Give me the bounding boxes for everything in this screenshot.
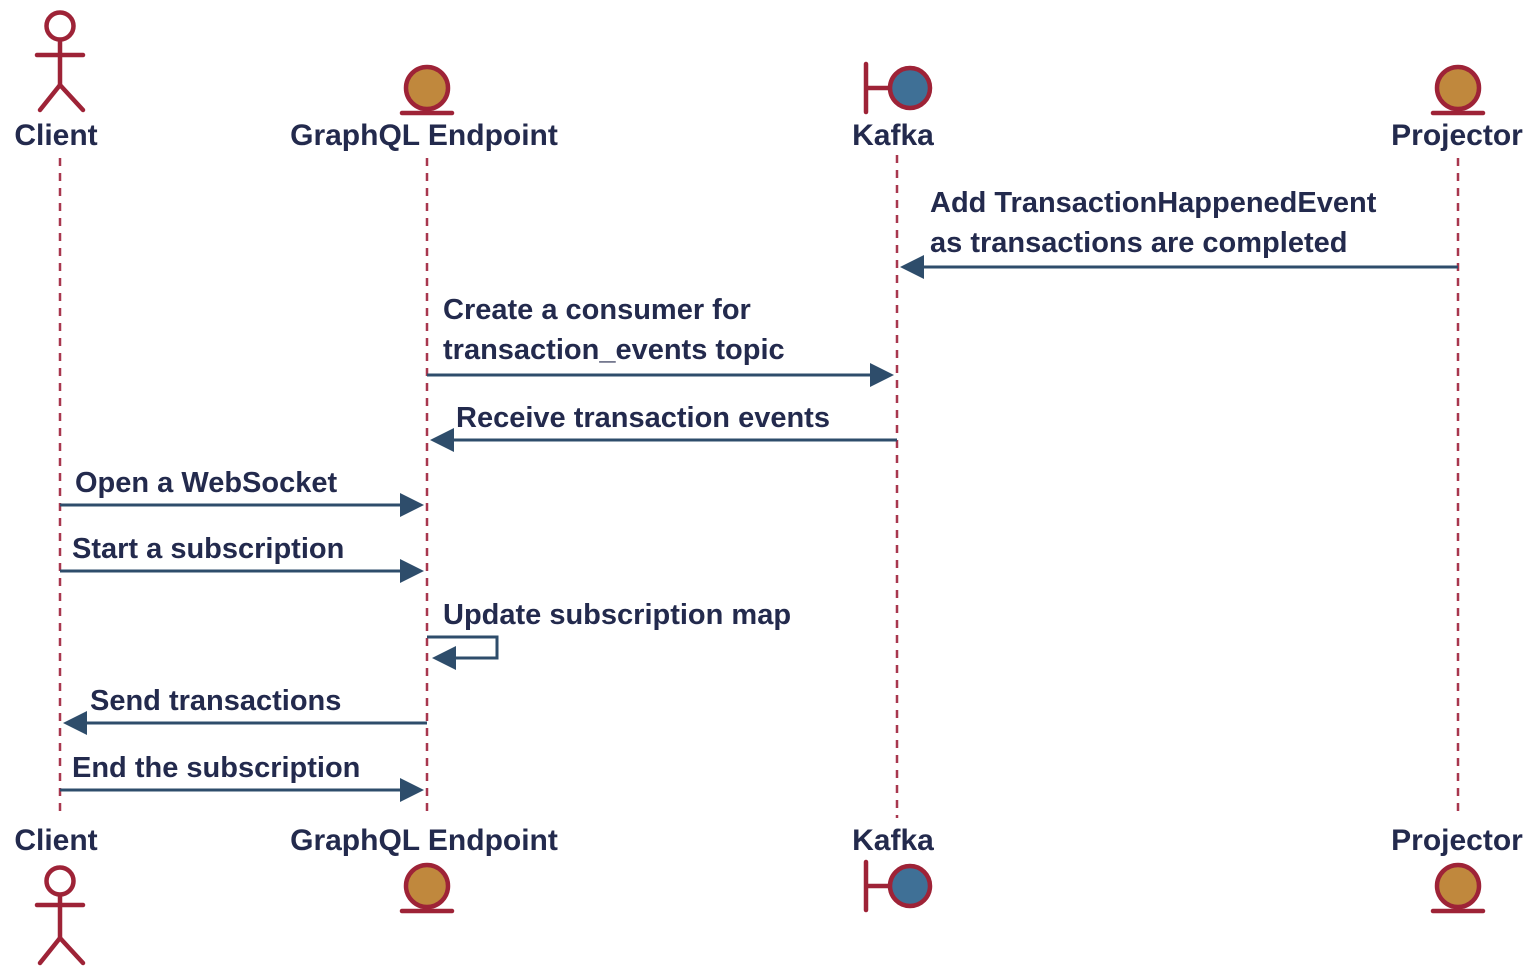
message-line: Open a WebSocket xyxy=(75,467,338,499)
actor-label-graphql-bottom: GraphQL Endpoint xyxy=(290,824,558,857)
actor-label-kafka-bottom: Kafka xyxy=(852,824,934,857)
actor-label-projector-bottom: Projector xyxy=(1391,824,1523,857)
message-line: Update subscription map xyxy=(443,599,792,631)
message-line: Send transactions xyxy=(90,685,342,717)
actor-label-kafka-top: Kafka xyxy=(852,119,934,152)
graphql-entity-icon-bottom xyxy=(399,862,455,914)
message-start-subscription: Start a subscription xyxy=(72,529,344,569)
message-update-subscription-map: Update subscription map xyxy=(443,595,791,635)
actor-label-projector-top: Projector xyxy=(1391,119,1523,152)
message-line: Add TransactionHappenedEvent xyxy=(930,187,1377,219)
message-line: transaction_events topic xyxy=(443,334,785,366)
arrow-self-update-subscription-map xyxy=(427,635,499,670)
message-create-consumer: Create a consumer for transaction_events… xyxy=(443,290,785,370)
client-actor-icon-top xyxy=(34,10,86,113)
message-line: Receive transaction events xyxy=(456,402,830,434)
projector-entity-icon-top xyxy=(1430,64,1486,116)
message-line: Create a consumer for xyxy=(443,294,751,326)
graphql-entity-icon-top xyxy=(399,64,455,116)
message-line: Start a subscription xyxy=(72,533,345,565)
message-add-transaction-event: Add TransactionHappenedEvent as transact… xyxy=(930,183,1376,263)
actor-label-client-top: Client xyxy=(14,119,98,152)
message-open-websocket: Open a WebSocket xyxy=(75,463,337,503)
message-line: as transactions are completed xyxy=(930,227,1348,259)
message-line: End the subscription xyxy=(72,752,361,784)
client-actor-icon-bottom xyxy=(34,865,86,966)
kafka-boundary-icon-top xyxy=(863,61,933,115)
actor-label-client-bottom: Client xyxy=(14,824,98,857)
message-send-transactions: Send transactions xyxy=(90,681,341,721)
message-receive-events: Receive transaction events xyxy=(456,398,830,438)
kafka-boundary-icon-bottom xyxy=(863,859,933,913)
message-end-subscription: End the subscription xyxy=(72,748,360,788)
actor-label-graphql-top: GraphQL Endpoint xyxy=(290,119,558,152)
projector-entity-icon-bottom xyxy=(1430,862,1486,914)
